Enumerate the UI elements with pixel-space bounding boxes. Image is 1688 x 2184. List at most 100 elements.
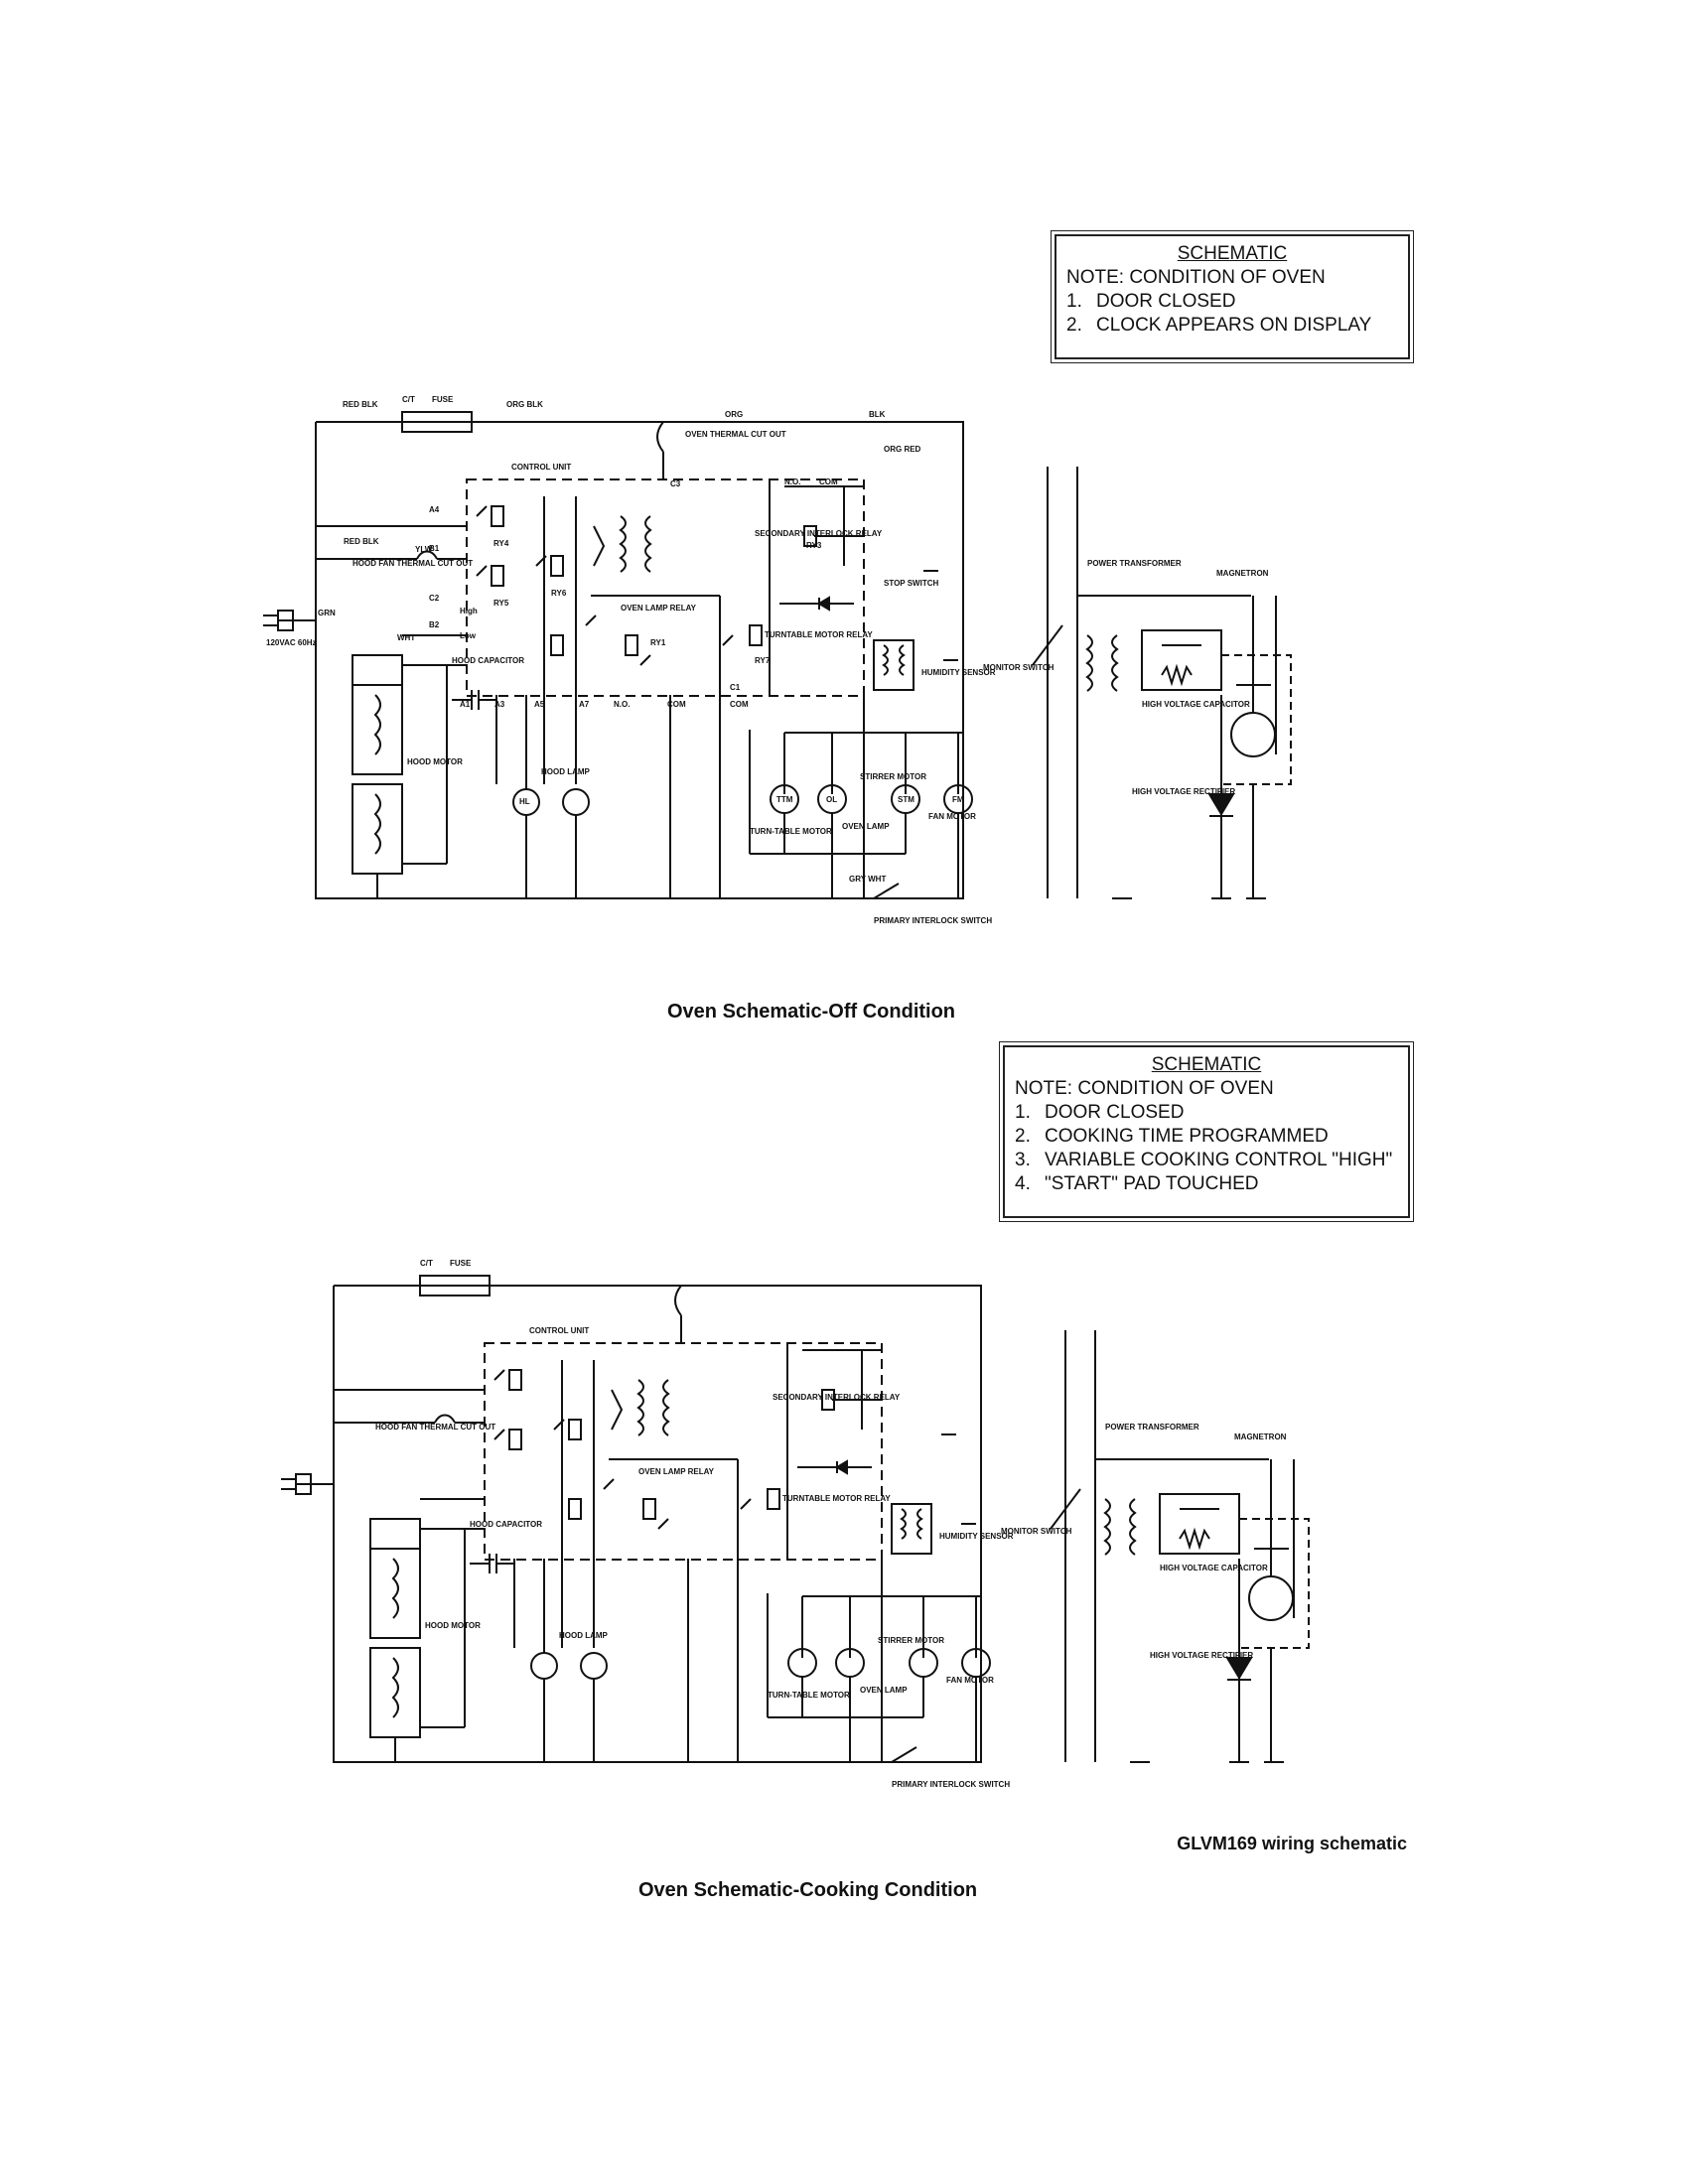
label-b2: B2 [429, 620, 440, 629]
note-item-number: 1. [1015, 1102, 1031, 1123]
label-stm: STM [898, 795, 914, 804]
label-blk: BLK [869, 410, 886, 419]
note-item-text: "START" PAD TOUCHED [1045, 1173, 1259, 1194]
note-item-number: 1. [1066, 291, 1082, 312]
label-primary-interlock-b: PRIMARY INTERLOCK SWITCH [892, 1780, 1010, 1789]
label-power-transformer-b: POWER TRANSFORMER [1105, 1423, 1199, 1432]
label-no-2: N.O. [614, 700, 630, 709]
label-c3: C3 [670, 479, 681, 488]
label-magnetron: MAGNETRON [1216, 569, 1269, 578]
label-ry1: RY1 [650, 638, 666, 647]
note-item-text: DOOR CLOSED [1096, 291, 1236, 312]
note-item: 1. DOOR CLOSED [1015, 1101, 1398, 1125]
label-hood-lamp: HOOD LAMP [541, 767, 591, 776]
label-power-transformer: POWER TRANSFORMER [1087, 559, 1182, 568]
label-turntable-motor-b: TURN-TABLE MOTOR [768, 1691, 850, 1700]
label-fuse: FUSE [432, 395, 454, 404]
note-line: NOTE: CONDITION OF OVEN [1015, 1078, 1274, 1099]
label-ry3: RY3 [806, 541, 822, 550]
label-ylw: YLW [415, 545, 433, 554]
label-ttm: TTM [776, 795, 793, 804]
label-monitor-switch-b: MONITOR SWITCH [1001, 1527, 1072, 1536]
label-stirrer-motor: STIRRER MOTOR [860, 772, 926, 781]
label-hood-fan-cutout: HOOD FAN THERMAL CUT OUT [352, 559, 473, 568]
label-secondary-relay: SECONDARY INTERLOCK RELAY [755, 529, 883, 538]
label-low: Low [460, 631, 477, 640]
label-grn: GRN [318, 609, 336, 617]
label-org: ORG [725, 410, 743, 419]
label-org-red: ORG RED [884, 445, 921, 454]
label-no: N.O. [784, 478, 800, 486]
label-hood-lamp-b: HOOD LAMP [559, 1631, 609, 1640]
label-control-unit-b: CONTROL UNIT [529, 1326, 589, 1335]
label-ry6: RY6 [551, 589, 567, 598]
label-turntable-motor: TURN-TABLE MOTOR [750, 827, 832, 836]
label-oven-lamp-b: OVEN LAMP [860, 1686, 908, 1695]
label-c2: C2 [429, 594, 440, 603]
note-header: SCHEMATIC [1177, 243, 1288, 264]
label-hood-capacitor: HOOD CAPACITOR [452, 656, 524, 665]
label-com-3: COM [730, 700, 749, 709]
label-hv-capacitor-b: HIGH VOLTAGE CAPACITOR [1160, 1564, 1268, 1572]
label-gry-wht: GRY WHT [849, 875, 886, 884]
label-wht: WHT [397, 633, 415, 642]
note-item: 1. DOOR CLOSED [1066, 290, 1398, 314]
label-humidity-sensor-b: HUMIDITY SENSOR [939, 1532, 1014, 1541]
schematic-title-off: Oven Schematic-Off Condition [667, 1001, 956, 1023]
note-item: 2. CLOCK APPEARS ON DISPLAY [1066, 314, 1398, 338]
label-org-blk: ORG BLK [506, 400, 543, 409]
note-item: 4."START" PAD TOUCHED [1015, 1172, 1398, 1196]
label-high: High [460, 607, 478, 615]
note-item-number: 2. [1015, 1126, 1031, 1147]
label-magnetron-b: MAGNETRON [1234, 1433, 1287, 1441]
label-com: COM [819, 478, 838, 486]
label-hood-fan-cutout-b: HOOD FAN THERMAL CUT OUT [375, 1423, 495, 1432]
schematic-labels-top: C/T FUSE RED BLK ORG BLK ORG BLK OVEN TH… [266, 395, 1269, 925]
schematic-cooking-condition [280, 1275, 1310, 1763]
label-monitor-switch: MONITOR SWITCH [983, 663, 1055, 672]
label-fan-motor-b: FAN MOTOR [946, 1676, 994, 1685]
label-voltage: 120VAC 60Hz [266, 638, 317, 647]
note-item: 3.VARIABLE COOKING CONTROL "HIGH" [1015, 1149, 1398, 1172]
note-line: NOTE: CONDITION OF OVEN [1066, 267, 1326, 288]
label-a1: A1 [460, 700, 471, 709]
note-item-text: COOKING TIME PROGRAMMED [1045, 1126, 1329, 1147]
note-box-top: SCHEMATIC NOTE: CONDITION OF OVEN 1. DOOR… [1051, 230, 1414, 363]
label-hv-rectifier: HIGH VOLTAGE RECTIFIER [1132, 787, 1235, 796]
label-hood-motor-b: HOOD MOTOR [425, 1621, 481, 1630]
label-ct: C/T [402, 395, 415, 404]
label-primary-interlock: PRIMARY INTERLOCK SWITCH [874, 916, 992, 925]
note-item-text: DOOR CLOSED [1045, 1102, 1185, 1123]
label-oven-lamp: OVEN LAMP [842, 822, 890, 831]
label-c1: C1 [730, 683, 741, 692]
label-hv-rectifier-b: HIGH VOLTAGE RECTIFIER [1150, 1651, 1253, 1660]
label-ry5: RY5 [493, 599, 509, 608]
label-ry7: RY7 [755, 656, 771, 665]
schematic-labels-bottom: C/T FUSE CONTROL UNIT HOOD FAN THERMAL C… [375, 1259, 1287, 1789]
model-caption: GLVM169 wiring schematic [1177, 1834, 1407, 1853]
label-a5: A5 [534, 700, 545, 709]
label-red-blk: RED BLK [343, 400, 378, 409]
label-ry4: RY4 [493, 539, 509, 548]
schematic-title-cooking: Oven Schematic-Cooking Condition [638, 1879, 978, 1901]
label-hl: HL [519, 797, 530, 806]
note-item: 2. COOKING TIME PROGRAMMED [1015, 1125, 1398, 1149]
label-stop-switch: STOP SWITCH [884, 579, 938, 588]
note-item-text: VARIABLE COOKING CONTROL "HIGH" [1045, 1150, 1393, 1170]
note-box-bottom: SCHEMATIC NOTE: CONDITION OF OVEN 1.DOOR… [999, 1041, 1414, 1222]
label-turntable-relay: TURNTABLE MOTOR RELAY [765, 630, 873, 639]
label-hood-capacitor-b: HOOD CAPACITOR [470, 1520, 542, 1529]
note-item-text: CLOCK APPEARS ON DISPLAY [1096, 315, 1372, 336]
note-item-number: 2. [1066, 315, 1082, 336]
label-fan-motor: FAN MOTOR [928, 812, 976, 821]
label-oven-thermal: OVEN THERMAL CUT OUT [685, 430, 786, 439]
label-fm: FM [952, 795, 964, 804]
label-control-unit: CONTROL UNIT [511, 463, 571, 472]
label-a4: A4 [429, 505, 440, 514]
label-secondary-relay-b: SECONDARY INTERLOCK RELAY [773, 1393, 901, 1402]
label-humidity-sensor: HUMIDITY SENSOR [921, 668, 996, 677]
label-red-blk-2: RED BLK [344, 537, 379, 546]
label-ct-b: C/T [420, 1259, 433, 1268]
label-oven-lamp-relay-b: OVEN LAMP RELAY [638, 1467, 715, 1476]
